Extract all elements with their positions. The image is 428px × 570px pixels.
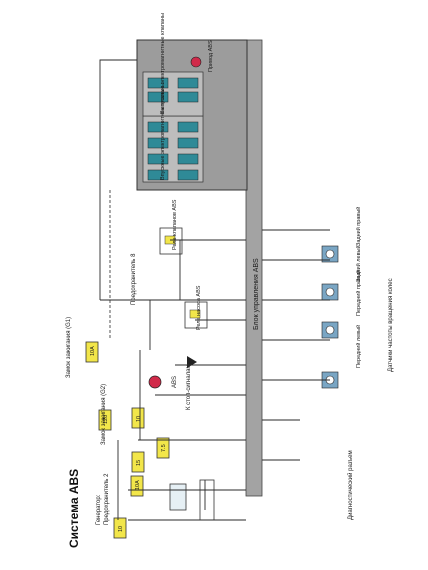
abs-warning-lamp-icon — [148, 375, 162, 389]
inlet-valve-coil — [147, 169, 169, 181]
relay-pump-icon — [189, 309, 201, 319]
fuse-f5 — [131, 407, 145, 429]
fuse-f2-value: 15 — [136, 460, 142, 466]
sensor-rl-label: Задний левый — [355, 245, 362, 282]
diode-icon — [187, 356, 197, 368]
fuse-f3 — [130, 475, 144, 497]
inlet-valve-coil — [147, 137, 169, 149]
outlet-valve-coil — [147, 91, 169, 103]
abs-ecu-bar — [245, 39, 263, 497]
ecu-label: Блок управления ABS — [253, 258, 260, 330]
sensor-rr-label: Задний правый — [355, 207, 362, 246]
abs-drive-label: Привод ABS — [208, 40, 214, 72]
fuse2-label: Предохранитель 2 — [104, 473, 110, 525]
outlet-valve-coil — [147, 77, 169, 89]
abs-lamp-label: ABS — [172, 376, 178, 388]
stop-lamps-label: К стоп-сигналам — [186, 364, 192, 410]
sensors-caption: Датчики частоты вращения колес — [388, 278, 394, 372]
fuse-group: 10 15 10A 10A 10 7.5 120 — [85, 341, 170, 539]
sensor-fr-label: Передний правый — [355, 270, 362, 316]
fuse-f6-value: 7.5 — [161, 444, 167, 452]
outlet-valve-coil — [177, 77, 199, 89]
fuse-f4 — [85, 341, 99, 363]
fuse-f4-value: 10A — [90, 346, 96, 356]
outlet-valve-coil — [177, 91, 199, 103]
inlet-valve-coil — [147, 121, 169, 133]
outlet-valves-label: Выпускные электромагнитные клапаны — [160, 13, 166, 114]
valve-coils — [147, 77, 199, 181]
inlet-valve-coil — [177, 153, 199, 165]
relay-pump-label: Реле насоса ABS — [196, 285, 202, 330]
sensor-fl-label: Передний левый — [355, 325, 362, 368]
fuse-f2 — [131, 451, 145, 473]
fuse-f7 — [98, 409, 112, 431]
inlet-valves-label: Впускные электромагнитные клапаны — [160, 83, 166, 180]
connector-b18-box — [199, 479, 215, 521]
inlet-valve-coil — [177, 137, 199, 149]
fuse-f5-value: 10 — [136, 416, 142, 422]
fuse-f6 — [156, 437, 170, 459]
fuse-f1-value: 10 — [118, 526, 124, 532]
wheel-sensors — [321, 245, 339, 389]
page-title: Система ABS — [67, 469, 81, 548]
wheel-sensor-icon — [325, 287, 335, 297]
fuse-f7-value: 120 — [103, 415, 109, 424]
diag-connector-block — [169, 483, 187, 511]
abs-motor-lamp-icon — [190, 56, 202, 68]
diag-connector-caption: Диагностический разъем — [347, 450, 354, 520]
inlet-valve-coil — [177, 169, 199, 181]
relay-solenoid-label: Реле клапанов ABS — [172, 199, 178, 250]
ignition-g1-label: Замок зажигания (G1) — [66, 317, 72, 378]
fuse-f1 — [113, 517, 127, 539]
ignition-g2-label: Замок зажигания (G2) — [101, 384, 107, 445]
fuse-f3-value: 10A — [135, 480, 141, 490]
wheel-sensor-icon — [325, 325, 335, 335]
inlet-valve-coil — [177, 121, 199, 133]
generator-label: Генератор: — [96, 494, 102, 525]
inlet-valve-coil — [147, 153, 169, 165]
wheel-sensor-icon — [325, 249, 335, 259]
fuse8-label: Предохранитель 8 — [131, 253, 137, 305]
